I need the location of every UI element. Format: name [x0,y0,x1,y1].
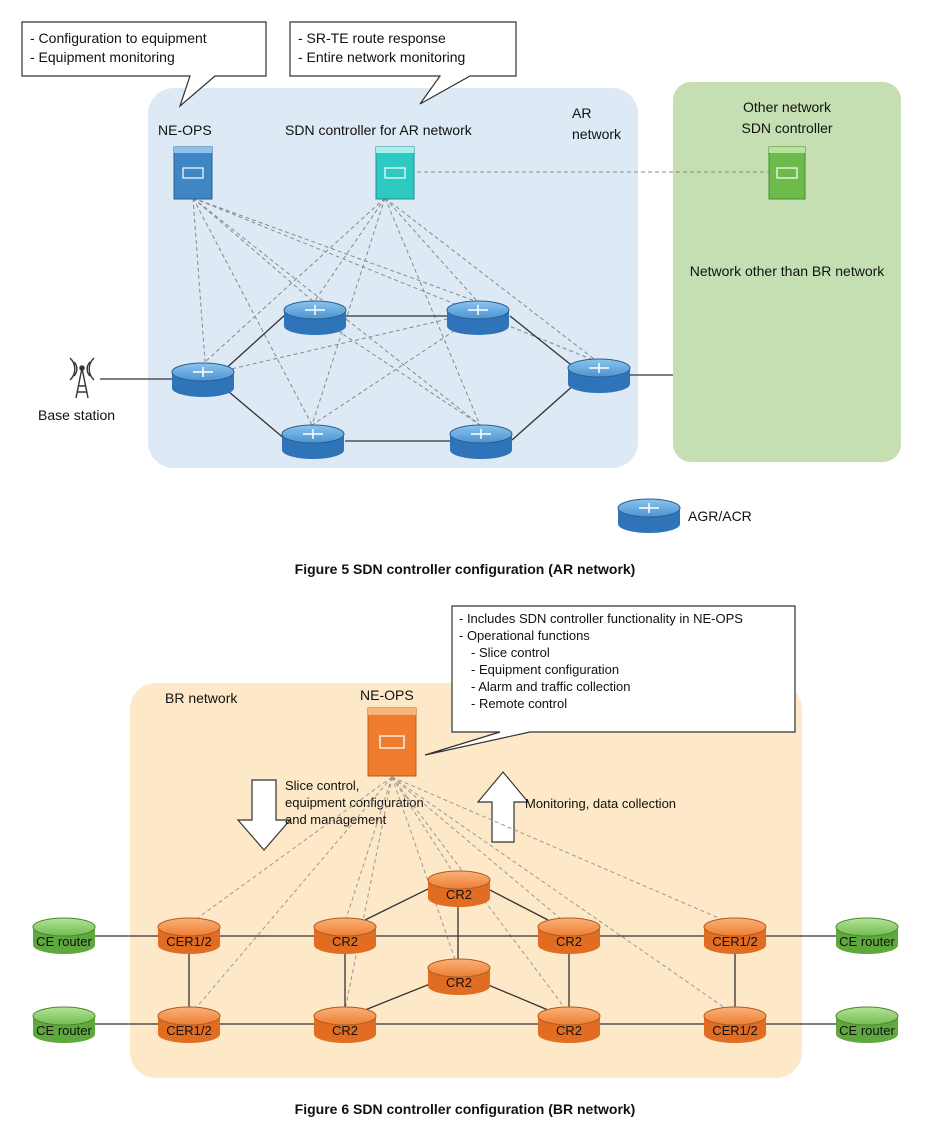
cer-router-bottom-right: CER1/2 [703,1006,767,1043]
cr2-router-top-left-label: CR2 [332,934,358,949]
br-callout-line-3: - Slice control [471,645,550,660]
ne-ops-label-br: NE-OPS [360,687,414,703]
ar-management-links [192,171,770,426]
ar-network-region [148,88,638,468]
up-arrow-label: Monitoring, data collection [525,796,676,811]
legend-router-icon [617,498,681,533]
cer-router-top-right: CER1/2 [703,917,767,954]
callout-left-line-2: - Equipment monitoring [30,49,175,65]
down-arrow-label-3: and management [285,812,387,827]
ar-network-label-1: AR [572,105,591,121]
cr2-router-middle: CR2 [427,958,491,995]
ce-router-bottom-right: CE router [835,1006,899,1043]
ce-router-bottom-left: CE router [32,1006,96,1043]
other-network-label: Network other than BR network [690,263,886,279]
ar-router-bottom-right [449,424,513,459]
sdn-controller-server [375,146,415,200]
cr2-router-top-label: CR2 [446,887,472,902]
cr2-router-bottom-right-label: CR2 [556,1023,582,1038]
ar-data-links [100,313,673,442]
ne-ops-label-ar: NE-OPS [158,122,212,138]
callout-right-line-1: - SR-TE route response [298,30,446,46]
cr2-router-bottom-left-label: CR2 [332,1023,358,1038]
up-arrow-icon [476,771,530,843]
ce-router-bottom-left-label: CE router [36,1023,92,1038]
br-callout-line-2: - Operational functions [459,628,590,643]
cr2-router-middle-label: CR2 [446,975,472,990]
ce-router-top-left: CE router [32,917,96,954]
callout-left: - Configuration to equipment - Equipment… [21,21,267,108]
br-network-label: BR network [165,690,238,706]
ar-router-top-left [283,300,347,335]
cr2-router-top-right: CR2 [537,917,601,954]
down-arrow-label-2: equipment configuration [285,795,424,810]
br-callout-line-5: - Alarm and traffic collection [471,679,630,694]
ar-router-left [171,362,235,397]
legend-label: AGR/ACR [688,508,752,524]
ar-network-label-2: network [572,126,622,142]
callout-right: - SR-TE route response - Entire network … [289,21,517,105]
ce-router-bottom-right-label: CE router [839,1023,895,1038]
ce-router-top-right-label: CE router [839,934,895,949]
cer-router-bottom-left: CER1/2 [157,1006,221,1043]
br-callout: - Includes SDN controller functionality … [424,605,796,756]
cr2-router-bottom-left: CR2 [313,1006,377,1043]
other-sdn-label-2: SDN controller [741,120,832,136]
cer-router-bottom-right-label: CER1/2 [712,1023,758,1038]
ne-ops-server-ar [173,146,213,200]
other-network-region [673,82,901,462]
base-station-icon [69,357,95,399]
ne-ops-server-br [367,707,417,777]
ar-router-top-right [446,300,510,335]
br-callout-line-4: - Equipment configuration [471,662,619,677]
ar-router-right [567,358,631,393]
br-callout-line-6: - Remote control [471,696,567,711]
figure5-caption: Figure 5 SDN controller configuration (A… [295,561,636,577]
cr2-router-top: CR2 [427,870,491,907]
ce-router-top-left-label: CE router [36,934,92,949]
down-arrow-label-1: Slice control, [285,778,359,793]
cr2-router-bottom-right: CR2 [537,1006,601,1043]
down-arrow-icon [236,779,292,851]
cr2-router-top-left: CR2 [313,917,377,954]
other-sdn-label-1: Other network [743,99,832,115]
figure6-caption: Figure 6 SDN controller configuration (B… [295,1101,636,1117]
br-data-links [95,887,836,1025]
cer-router-top-left: CER1/2 [157,917,221,954]
ce-router-top-right: CE router [835,917,899,954]
cer-router-top-right-label: CER1/2 [712,934,758,949]
callout-left-line-1: - Configuration to equipment [30,30,207,46]
cer-router-bottom-left-label: CER1/2 [166,1023,212,1038]
other-sdn-server [768,146,806,200]
br-callout-line-1: - Includes SDN controller functionality … [459,611,743,626]
ar-router-bottom-left [281,424,345,459]
cer-router-top-left-label: CER1/2 [166,934,212,949]
cr2-router-top-right-label: CR2 [556,934,582,949]
base-station-label: Base station [38,407,115,423]
callout-right-line-2: - Entire network monitoring [298,49,465,65]
sdn-controller-label: SDN controller for AR network [285,122,473,138]
